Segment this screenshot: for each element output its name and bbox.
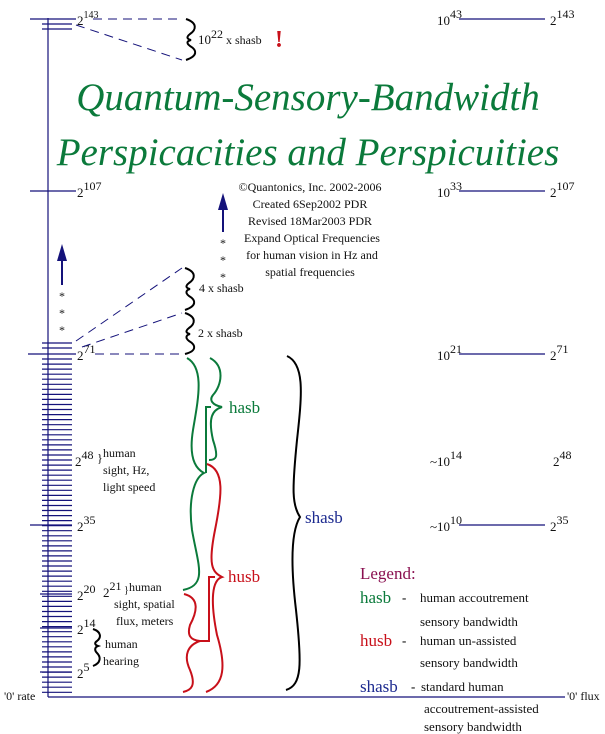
shasb-brace <box>285 355 302 691</box>
hearing-annotation: human hearing <box>92 628 139 668</box>
label-2-21: 221 <box>103 579 122 600</box>
legend: Legend: hasb - human accoutrement sensor… <box>360 564 539 734</box>
origin-rate-label: '0' rate <box>4 689 35 703</box>
credit-line: Revised 18Mar2003 PDR <box>248 214 372 228</box>
annotation-line: light speed <box>103 480 155 494</box>
dense-ticks <box>42 358 72 693</box>
sight-hz-annotation: } human sight, Hz, light speed <box>97 446 155 494</box>
label-2-35: 235 <box>77 513 96 534</box>
right-scale: 1043 2143 1033 2107 1021 271 ~1014 248 ~… <box>430 7 575 534</box>
legend-desc: sensory bandwidth <box>420 614 518 629</box>
legend-sep: - <box>402 590 406 605</box>
dec-10-43: 1043 <box>437 7 462 28</box>
annotation-line: sight, Hz, <box>103 463 149 477</box>
exclamation-mark: ! <box>275 27 283 53</box>
asterisk: * <box>59 323 65 337</box>
two-x-shasb-label: 2 x shasb <box>198 326 243 340</box>
sight-spatial-annotation: } human sight, spatial flux, meters <box>114 580 175 628</box>
credit-line: Expand Optical Frequencies <box>244 231 380 245</box>
brace-2x <box>184 312 196 355</box>
label-2-143: 2143 <box>77 10 99 28</box>
zoom-dashed-lines <box>75 18 183 355</box>
hearing-brace <box>92 628 102 667</box>
label-2-14: 214 <box>77 616 96 637</box>
annotation-line: flux, meters <box>116 614 174 628</box>
asterisk: * <box>220 253 226 267</box>
title-line-1: Quantum-Sensory-Bandwidth <box>76 76 540 119</box>
legend-desc: human accoutrement <box>420 590 529 605</box>
legend-key-shasb: shasb <box>360 677 398 696</box>
squiggle-braces <box>184 18 197 355</box>
left-axis <box>28 18 76 697</box>
legend-sep: - <box>411 679 415 694</box>
asterisk: * <box>59 306 65 320</box>
legend-desc: sensory bandwidth <box>420 655 518 670</box>
legend-desc: accoutrement-assisted <box>424 701 539 716</box>
dec-10-33: 1033 <box>437 179 462 200</box>
label-2-5: 25 <box>77 660 90 681</box>
credit-line: spatial frequencies <box>265 265 355 279</box>
top-multiplier-label: 1022 x shasb <box>198 27 262 47</box>
husb-brace <box>182 463 225 693</box>
legend-desc: standard human <box>421 679 504 694</box>
credit-line: ©Quantonics, Inc. 2002-2006 <box>238 180 381 194</box>
title-line-2: Perspicacities and Perspicuities <box>56 131 560 174</box>
legend-sep: - <box>402 633 406 648</box>
dec-10-21: 1021 <box>437 342 462 363</box>
asterisk: * <box>220 270 226 284</box>
brace-4x <box>184 267 196 311</box>
bin-2-35: 235 <box>550 513 569 534</box>
up-arrow-icon: * * * <box>57 244 67 337</box>
bin-2-48: 248 <box>553 448 572 469</box>
asterisk: * <box>220 236 226 250</box>
bin-2-143: 2143 <box>550 7 575 28</box>
asterisk: * <box>59 289 65 303</box>
credit-line: for human vision in Hz and <box>246 248 378 262</box>
label-2-107: 2107 <box>77 179 102 200</box>
annotation-line: human <box>103 446 136 460</box>
svg-text:}: } <box>97 451 103 465</box>
bin-2-107: 2107 <box>550 179 575 200</box>
annotation-line: human <box>105 637 138 651</box>
origin-flux-label: '0' flux <box>567 689 600 703</box>
annotation-line: human <box>129 580 162 594</box>
four-x-shasb-label: 4 x shasb <box>199 281 244 295</box>
annotation-line: hearing <box>103 654 139 668</box>
brace-top <box>185 18 197 61</box>
credits: ©Quantonics, Inc. 2002-2006 Created 6Sep… <box>238 180 381 279</box>
husb-label: husb <box>228 567 260 586</box>
legend-title: Legend: <box>360 564 416 583</box>
dec-10-14: ~1014 <box>430 448 462 469</box>
legend-desc: human un-assisted <box>420 633 517 648</box>
shasb-label: shasb <box>305 508 343 527</box>
legend-key-hasb: hasb <box>360 588 391 607</box>
legend-key-husb: husb <box>360 631 392 650</box>
dec-10-10: ~1010 <box>430 513 462 534</box>
hasb-label: hasb <box>229 398 260 417</box>
annotation-line: sight, spatial <box>114 597 175 611</box>
label-2-48: 248 <box>75 448 94 469</box>
credit-line: Created 6Sep2002 PDR <box>253 197 368 211</box>
legend-desc: sensory bandwidth <box>424 719 522 734</box>
label-2-20: 220 <box>77 582 96 603</box>
hasb-brace <box>182 357 223 591</box>
bin-2-71: 271 <box>550 342 569 363</box>
up-arrow-icon: * * * <box>218 193 228 284</box>
svg-text:}: } <box>124 585 129 596</box>
